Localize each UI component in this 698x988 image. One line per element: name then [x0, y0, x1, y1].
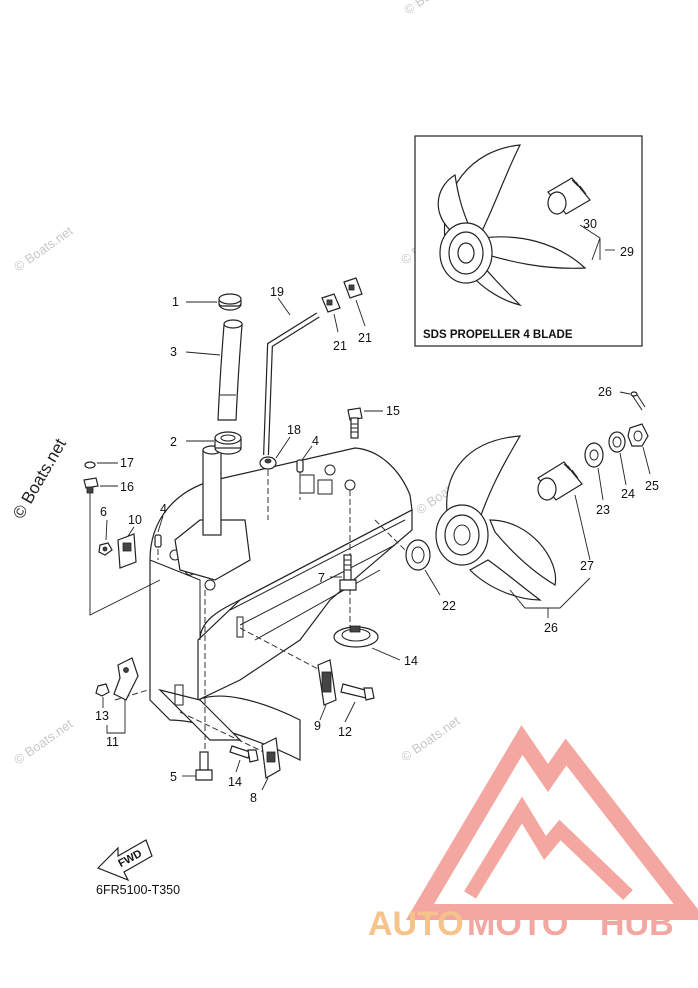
washer-18	[84, 461, 96, 469]
nut-13	[95, 683, 110, 697]
watermark-tile: © Boats.net	[398, 713, 463, 765]
callout-16: 15	[386, 404, 400, 418]
nut-10	[98, 542, 113, 556]
callout-23: 23	[596, 503, 610, 517]
automotohub-logo: AUTO MOTO HUB	[368, 725, 698, 943]
callout-8: 10	[128, 513, 142, 527]
inset-title: SDS PROPELLER 4 BLADE	[423, 329, 573, 341]
callout-12: 11	[106, 735, 119, 749]
washer-24	[608, 431, 626, 453]
cotter-pin-26	[630, 391, 646, 411]
bolt-9	[340, 683, 375, 701]
callout-25: 25	[645, 479, 659, 493]
callout-24: 24	[621, 487, 635, 501]
grommet-2	[214, 431, 242, 455]
cap-1	[218, 293, 242, 311]
callout-18: 17	[120, 456, 134, 470]
callout-10: 6	[100, 505, 107, 519]
watermark-tile: © Boats.net	[11, 223, 76, 275]
callout-14: 14	[228, 775, 242, 789]
diagram-code: 6FR5100-T350	[96, 883, 180, 897]
nut-25	[627, 423, 649, 447]
trim-tab-11	[261, 737, 281, 779]
callout-21b: 21	[358, 331, 372, 345]
watermark-tile: © Boats.net	[401, 0, 466, 17]
spacer-23	[584, 442, 604, 468]
callout-4b: 4	[160, 502, 167, 516]
propeller-3-blade	[435, 435, 557, 601]
callout-30: 30	[583, 217, 597, 231]
callout-28: 27	[580, 559, 594, 573]
logo-text-part2: MOTO	[467, 905, 568, 943]
callout-2: 2	[170, 435, 177, 449]
screw-17	[83, 477, 99, 494]
callout-17: 16	[120, 480, 134, 494]
dowel-pin-4a	[296, 459, 304, 473]
callout-3: 3	[170, 345, 177, 359]
bolt-16	[347, 407, 363, 439]
callout-15: 14	[404, 654, 418, 668]
fitting-19	[259, 456, 277, 470]
lower-casing	[149, 445, 413, 761]
callout-22: 22	[442, 599, 456, 613]
callout-26: 26	[598, 385, 612, 399]
bracket-12	[113, 657, 139, 701]
callout-13: 13	[95, 709, 109, 723]
plate-8	[117, 533, 137, 569]
callout-29: 29	[620, 245, 634, 259]
watermark-tile: © Boats.net	[11, 716, 76, 768]
bushing-30	[547, 177, 591, 215]
callout-19: 18	[287, 423, 301, 437]
leader-17	[89, 490, 161, 616]
logo-text-part3: HUB	[600, 905, 674, 943]
hose-20	[263, 312, 320, 456]
callout-9: 12	[338, 725, 352, 739]
callout-4a: 4	[312, 434, 319, 448]
callout-5: 5	[170, 770, 177, 784]
bolt-5	[195, 751, 213, 781]
callout-7: 9	[314, 719, 321, 733]
callout-1: 1	[172, 295, 179, 309]
fwd-arrow-icon: FWD	[96, 839, 153, 882]
anode-15	[333, 625, 379, 648]
callout-27: 26	[544, 621, 558, 635]
bolt-6	[339, 554, 357, 591]
inset-sds-propeller: 30 29 SDS PROPELLER 4 BLADE	[414, 135, 643, 347]
clip-21a	[321, 293, 341, 313]
watermark-side: © Boats.net	[9, 435, 70, 522]
bushing-28	[537, 461, 583, 501]
callout-6: 7	[318, 571, 325, 585]
clip-21b	[343, 277, 363, 299]
bolt-14	[229, 745, 259, 763]
callout-21a: 21	[333, 339, 347, 353]
thrust-washer-22	[405, 539, 431, 571]
logo-text-part1: AUTO	[368, 905, 464, 943]
cover-7	[317, 659, 337, 706]
callout-20: 19	[270, 285, 284, 299]
callout-11: 8	[250, 791, 257, 805]
tube-3	[217, 319, 243, 421]
dowel-pin-4b	[154, 534, 162, 548]
